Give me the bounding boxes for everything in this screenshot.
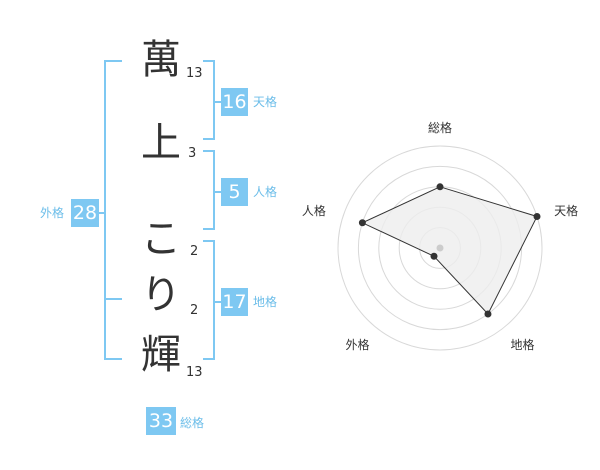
gaikaku-bracket-vertical — [104, 60, 106, 360]
chikaku-label: 地格 — [253, 295, 278, 309]
tenkaku-value-badge: 16 — [221, 88, 248, 116]
radar-axis-label-1: 総格 — [428, 120, 452, 135]
radar-point-2 — [533, 212, 541, 220]
radar-axis-label-4: 外格 — [345, 337, 369, 352]
name-char-3: こ — [141, 216, 181, 262]
soukaku-label: 総格 — [180, 416, 205, 430]
tenkaku-bracket-bottom — [203, 138, 215, 140]
chikaku-bracket-bottom — [203, 358, 215, 360]
soukaku-value-badge: 33 — [146, 407, 176, 435]
stroke-count-4: 2 — [190, 303, 199, 318]
radar-axis-label-3: 地格 — [511, 337, 535, 352]
radar-axis-label-2: 天格 — [554, 203, 578, 218]
jinkaku-connector — [215, 191, 221, 193]
name-char-4: り — [141, 272, 181, 318]
tenkaku-bracket-top — [203, 60, 215, 62]
jinkaku-bracket-top — [203, 150, 215, 152]
gaikaku-bracket-top — [104, 60, 122, 62]
radar-axis-label-5: 人格 — [302, 203, 326, 218]
stroke-count-5: 13 — [186, 365, 203, 380]
stroke-count-3: 2 — [190, 244, 199, 259]
name-char-2: 上 — [141, 120, 181, 166]
chikaku-bracket-vertical — [213, 240, 215, 360]
gaikaku-label: 外格 — [40, 206, 65, 220]
radar-grid-ring-5 — [337, 145, 543, 351]
gaikaku-bracket-mid — [104, 298, 122, 300]
chikaku-connector — [215, 301, 221, 303]
jinkaku-bracket-bottom — [203, 228, 215, 230]
radar-point-5 — [358, 219, 366, 227]
name-char-5: 輝 — [141, 332, 181, 378]
stroke-count-1: 13 — [186, 66, 203, 81]
chikaku-bracket-top — [203, 240, 215, 242]
radar-center-dot — [436, 244, 444, 252]
gaikaku-connector — [98, 212, 104, 214]
tenkaku-label: 天格 — [253, 95, 278, 109]
radar-point-1 — [436, 183, 444, 191]
jinkaku-value-badge: 5 — [221, 178, 248, 206]
tenkaku-bracket-vertical — [213, 60, 215, 140]
radar-data-polygon — [361, 186, 538, 315]
radar-point-3 — [484, 310, 492, 318]
stroke-count-2: 3 — [188, 146, 197, 161]
jinkaku-bracket-vertical — [213, 150, 215, 230]
gaikaku-value-badge: 28 — [71, 199, 99, 227]
gaikaku-bracket-bottom — [104, 358, 122, 360]
tenkaku-connector — [215, 101, 221, 103]
jinkaku-label: 人格 — [253, 185, 278, 199]
radar-point-4 — [430, 252, 438, 260]
name-char-1: 萬 — [141, 37, 181, 83]
chikaku-value-badge: 17 — [221, 288, 248, 316]
